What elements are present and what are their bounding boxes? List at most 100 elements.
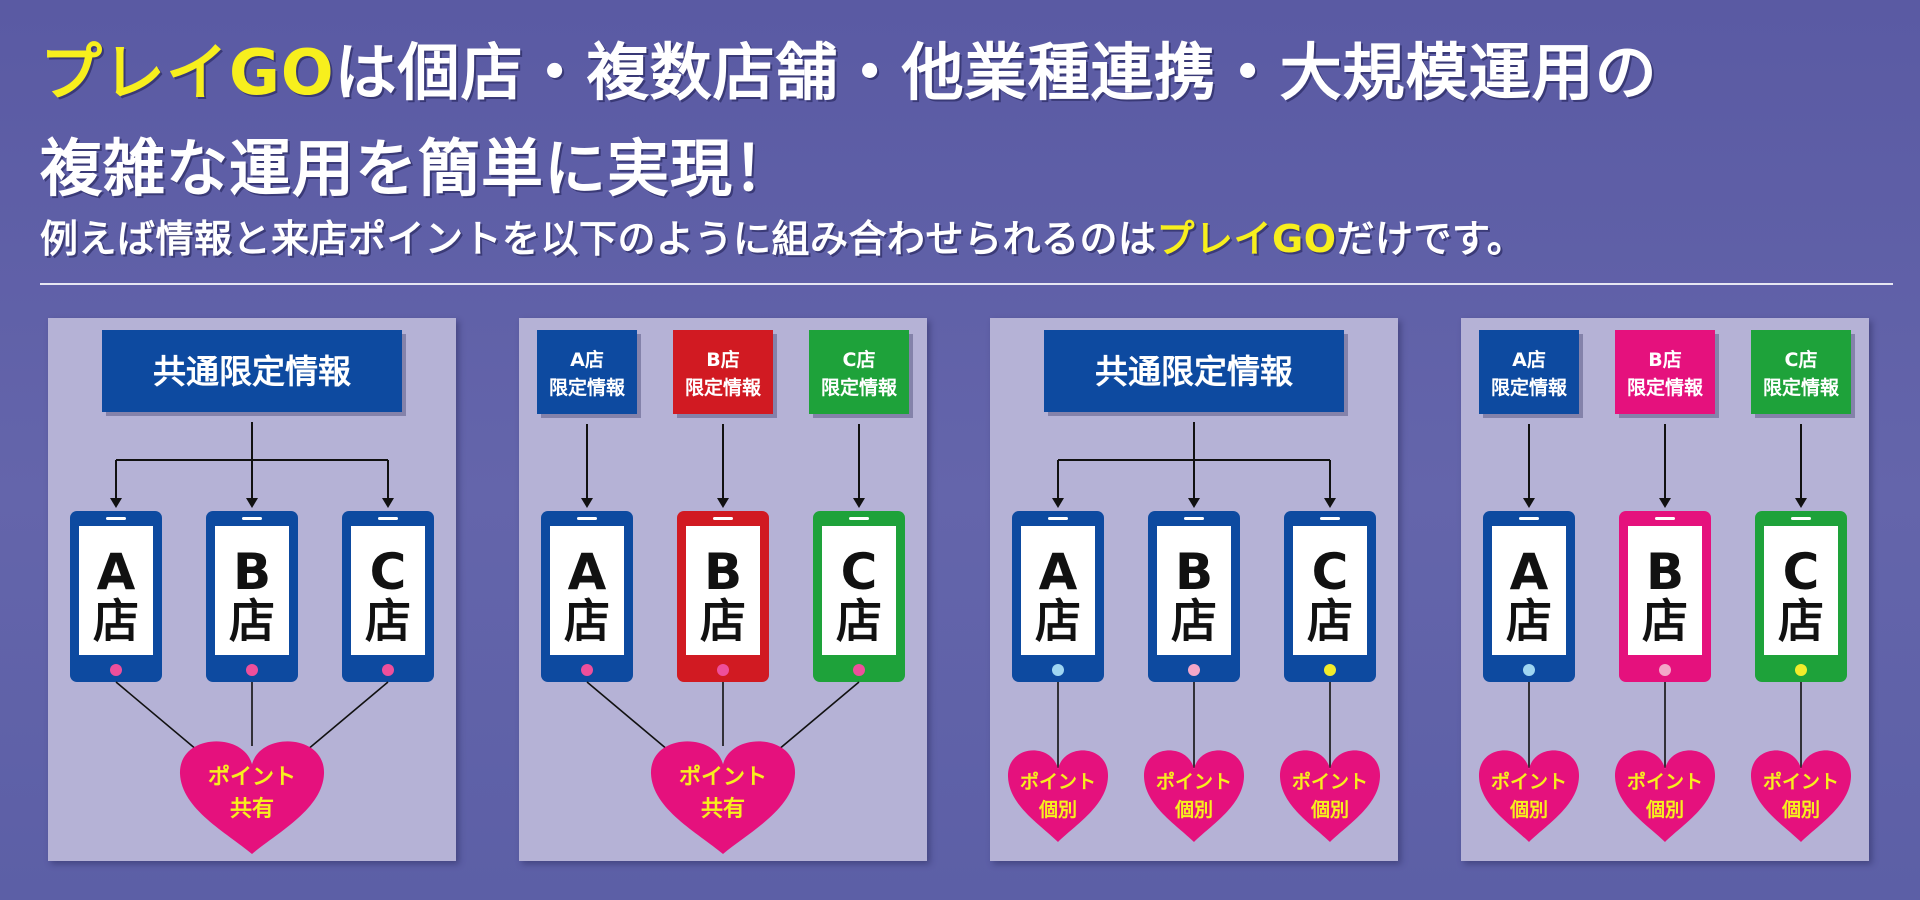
phone-home-button (1659, 664, 1671, 676)
point-label-2: 共有 (701, 796, 745, 822)
store-info-title: A店 (570, 348, 604, 371)
store-info-title: B店 (706, 348, 739, 371)
point-label-2: 共有 (230, 796, 274, 822)
heart-icon (1143, 750, 1245, 842)
point-label-2: 個別 (1645, 799, 1684, 821)
store-letter: B (704, 543, 742, 601)
store-info-subtitle: 限定情報 (549, 376, 626, 399)
store-letter: C (1783, 543, 1820, 601)
heart-icon (650, 741, 796, 854)
store-info-title: B店 (1648, 348, 1681, 371)
shared-info-label: 共通限定情報 (1095, 352, 1293, 391)
heart-icon (1007, 750, 1109, 842)
phone-speaker (106, 517, 126, 520)
point-label-2: 個別 (1310, 799, 1349, 821)
phone-screen (550, 526, 624, 655)
store-info-box (1479, 330, 1579, 414)
headline-line-1-text: は個店・複数店舗・他業種連携・大規模運用の (334, 36, 1658, 109)
phone-screen (1293, 526, 1367, 655)
phone-home-button (1523, 664, 1535, 676)
info-arrow-0-head (1523, 498, 1535, 508)
shared-info-box (102, 330, 402, 412)
diagram: A店限定情報B店限定情報C店限定情報A店B店C店ポイント個別ポイント個別ポイント… (1478, 330, 1855, 842)
phone-speaker (849, 517, 869, 520)
phone-speaker (1519, 517, 1539, 520)
brand-name-inline: プレイGO (1156, 217, 1337, 261)
store-ten: 店 (1307, 594, 1353, 648)
store-info-subtitle: 限定情報 (685, 376, 762, 399)
store-ten: 店 (1035, 594, 1081, 648)
store-ten: 店 (1506, 594, 1552, 648)
store-info-subtitle: 限定情報 (1491, 376, 1568, 399)
phone-home-button (1052, 664, 1064, 676)
phone-speaker (713, 517, 733, 520)
info-arrow-2-head (1324, 498, 1336, 508)
info-arrow-1-head (1188, 498, 1200, 508)
phone-speaker (577, 517, 597, 520)
info-arrow-2-head (1795, 498, 1807, 508)
store-ten: 店 (564, 594, 610, 648)
store-ten: 店 (365, 594, 411, 648)
subheadline-pre: 例えば情報と来店ポイントを以下のように組み合わせられるのは (40, 217, 1157, 261)
store-letter: C (841, 543, 878, 601)
headline-line-2: 複雑な運用を簡単に実現！ (40, 132, 797, 205)
phone-screen (686, 526, 760, 655)
store-info-box (1615, 330, 1715, 414)
shared-info-label: 共通限定情報 (153, 352, 351, 391)
phone-screen (822, 526, 896, 655)
point-label-1: ポイント (1491, 770, 1567, 793)
info-arrow-0-head (110, 498, 122, 508)
phone-screen (1492, 526, 1566, 655)
heart-icon (1750, 750, 1852, 842)
store-letter: A (1039, 543, 1078, 601)
store-letter: C (370, 543, 407, 601)
phone-screen (1764, 526, 1838, 655)
info-arrow-2-head (382, 498, 394, 508)
phone-speaker (1048, 517, 1068, 520)
point-label-2: 個別 (1038, 799, 1077, 821)
phone-speaker (1184, 517, 1204, 520)
phone-screen (1628, 526, 1702, 655)
point-label-1: ポイント (1627, 770, 1703, 793)
phone-home-button (1324, 664, 1336, 676)
point-label-2: 個別 (1781, 799, 1820, 821)
phone-screen (1157, 526, 1231, 655)
phone-home-button (382, 664, 394, 676)
phone-speaker (242, 517, 262, 520)
store-info-title: C店 (843, 348, 876, 371)
heart-icon (179, 741, 325, 854)
phone-screen (1021, 526, 1095, 655)
info-arrow-1-head (717, 498, 729, 508)
phone-home-button (1795, 664, 1807, 676)
headline-line-1: プレイGOは個店・複数店舗・他業種連携・大規模運用の (40, 22, 1658, 112)
phone-speaker (378, 517, 398, 520)
store-ten: 店 (93, 594, 139, 648)
info-arrow-1-head (246, 498, 258, 508)
phone-speaker (1655, 517, 1675, 520)
shared-info-box (1044, 330, 1344, 412)
point-label-2: 個別 (1509, 799, 1548, 821)
phone-speaker (1320, 517, 1340, 520)
point-label-1: ポイント (208, 764, 296, 790)
phone-home-button (1188, 664, 1200, 676)
phone-home-button (581, 664, 593, 676)
store-letter: B (1175, 543, 1213, 601)
divider (40, 283, 1893, 285)
store-info-subtitle: 限定情報 (1627, 376, 1704, 399)
store-ten: 店 (836, 594, 882, 648)
point-label-1: ポイント (1292, 770, 1368, 793)
store-info-subtitle: 限定情報 (821, 376, 898, 399)
point-label-2: 個別 (1174, 799, 1213, 821)
store-info-title: A店 (1512, 348, 1546, 371)
info-arrow-0-head (1052, 498, 1064, 508)
store-letter: A (97, 543, 136, 601)
phone-home-button (246, 664, 258, 676)
phone-screen (351, 526, 425, 655)
subheadline-post: だけです。 (1336, 217, 1526, 261)
